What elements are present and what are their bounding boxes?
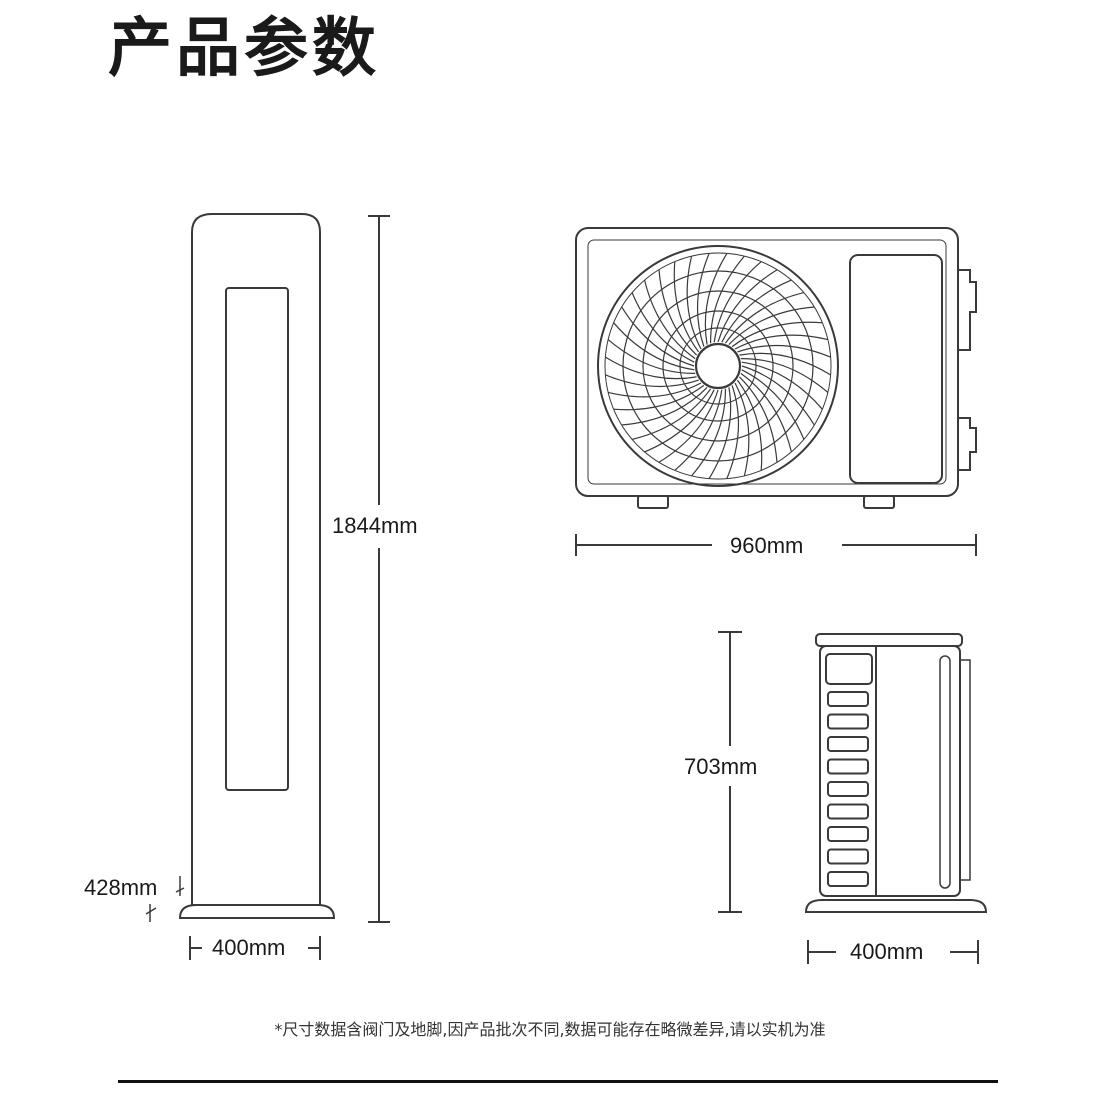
indoor-width-dimension <box>189 936 321 960</box>
fan-spoke <box>728 306 815 346</box>
fan-spoke <box>673 261 700 353</box>
fan-spoke <box>734 334 829 350</box>
outdoor-side-grille-top <box>825 653 873 685</box>
indoor-unit <box>178 213 336 919</box>
indoor-unit-body <box>191 213 321 906</box>
indoor-height-dimension <box>368 215 390 923</box>
outdoor-unit-foot <box>637 495 669 509</box>
fan-spoke <box>696 253 710 347</box>
fan-spoke <box>736 379 763 471</box>
grille-slot <box>827 713 869 730</box>
fan-spoke <box>691 388 727 477</box>
outdoor-unit-valves-bottom <box>958 417 977 471</box>
indoor-width-label: 400mm <box>212 935 286 960</box>
fan-guard <box>597 245 839 487</box>
fan-spoke <box>613 384 705 411</box>
fan-spoke <box>605 356 697 380</box>
fan-spoke <box>708 387 732 479</box>
grille-slot <box>827 871 869 887</box>
fan-spoke <box>739 352 831 376</box>
fan-spoke <box>631 388 712 440</box>
fan-spoke <box>741 369 805 440</box>
fan-spoke <box>674 389 723 471</box>
indoor-height-label: 1844mm <box>332 513 418 538</box>
outdoor-unit-valves-top <box>958 269 977 351</box>
fan-spoke <box>621 386 708 426</box>
outdoor-unit-front <box>575 227 977 509</box>
grille-slot <box>827 691 869 707</box>
bottom-rule <box>118 1080 998 1083</box>
fan-spoke <box>709 255 745 344</box>
outdoor-unit-side-panel <box>849 254 943 484</box>
fan-spoke <box>738 376 778 463</box>
grille-slot <box>827 803 869 820</box>
grille-slot <box>827 781 869 797</box>
fan-spoke <box>658 389 719 463</box>
outdoor-depth-dimension <box>807 940 979 964</box>
fan-spoke <box>721 279 792 343</box>
fan-spoke <box>631 292 695 363</box>
outdoor-width-label: 960mm <box>730 533 804 558</box>
fan-spoke <box>726 385 740 479</box>
fan-spoke <box>713 261 762 343</box>
fan-spoke <box>741 365 815 426</box>
fan-spoke <box>613 322 695 371</box>
fan-spoke <box>607 339 696 375</box>
grille-slot <box>827 736 869 752</box>
fan-spoke <box>734 382 750 477</box>
outdoor-depth-label: 400mm <box>850 939 924 964</box>
outdoor-width-dimension <box>575 534 977 556</box>
outdoor-unit-casing <box>575 227 959 497</box>
indoor-unit-base <box>178 904 336 919</box>
grille-slot <box>827 826 869 842</box>
outdoor-side-slots <box>827 691 869 887</box>
fan-spoke <box>644 389 715 453</box>
fan-spoke <box>605 374 699 388</box>
outdoor-side-top <box>815 633 963 647</box>
fan-spoke <box>644 279 696 360</box>
fan-spoke <box>737 344 831 358</box>
outdoor-height-label: 703mm <box>684 754 758 779</box>
indoor-depth-label: 428mm <box>84 875 158 900</box>
fan-spoke <box>717 269 778 343</box>
fan-spoke <box>658 269 698 356</box>
fan-spoke <box>741 361 823 410</box>
outdoor-height-dimension <box>718 631 742 913</box>
footnote: *尺寸数据含阀门及地脚,因产品批次不同,数据可能存在略微差异,请以实机为准 <box>274 1020 826 1039</box>
fan-spoke <box>686 255 702 350</box>
fan-spoke <box>724 292 805 344</box>
fan-hub <box>694 342 742 390</box>
fan-spoke <box>740 372 792 453</box>
fan-spoke <box>740 357 829 393</box>
indoor-depth-dimension <box>145 876 185 922</box>
fan-spoke <box>607 382 702 398</box>
grille-slot <box>827 758 869 775</box>
fan-spoke <box>704 253 728 345</box>
fan-spoke <box>621 306 695 367</box>
outdoor-side-body <box>819 645 961 897</box>
indoor-unit-panel <box>225 287 289 791</box>
page-title: 产品参数 <box>108 12 380 86</box>
fan-spoke <box>731 321 823 348</box>
outdoor-unit-side <box>804 633 988 913</box>
outdoor-unit-foot <box>863 495 895 509</box>
grille-slot <box>827 848 869 865</box>
outdoor-side-base <box>804 899 988 913</box>
